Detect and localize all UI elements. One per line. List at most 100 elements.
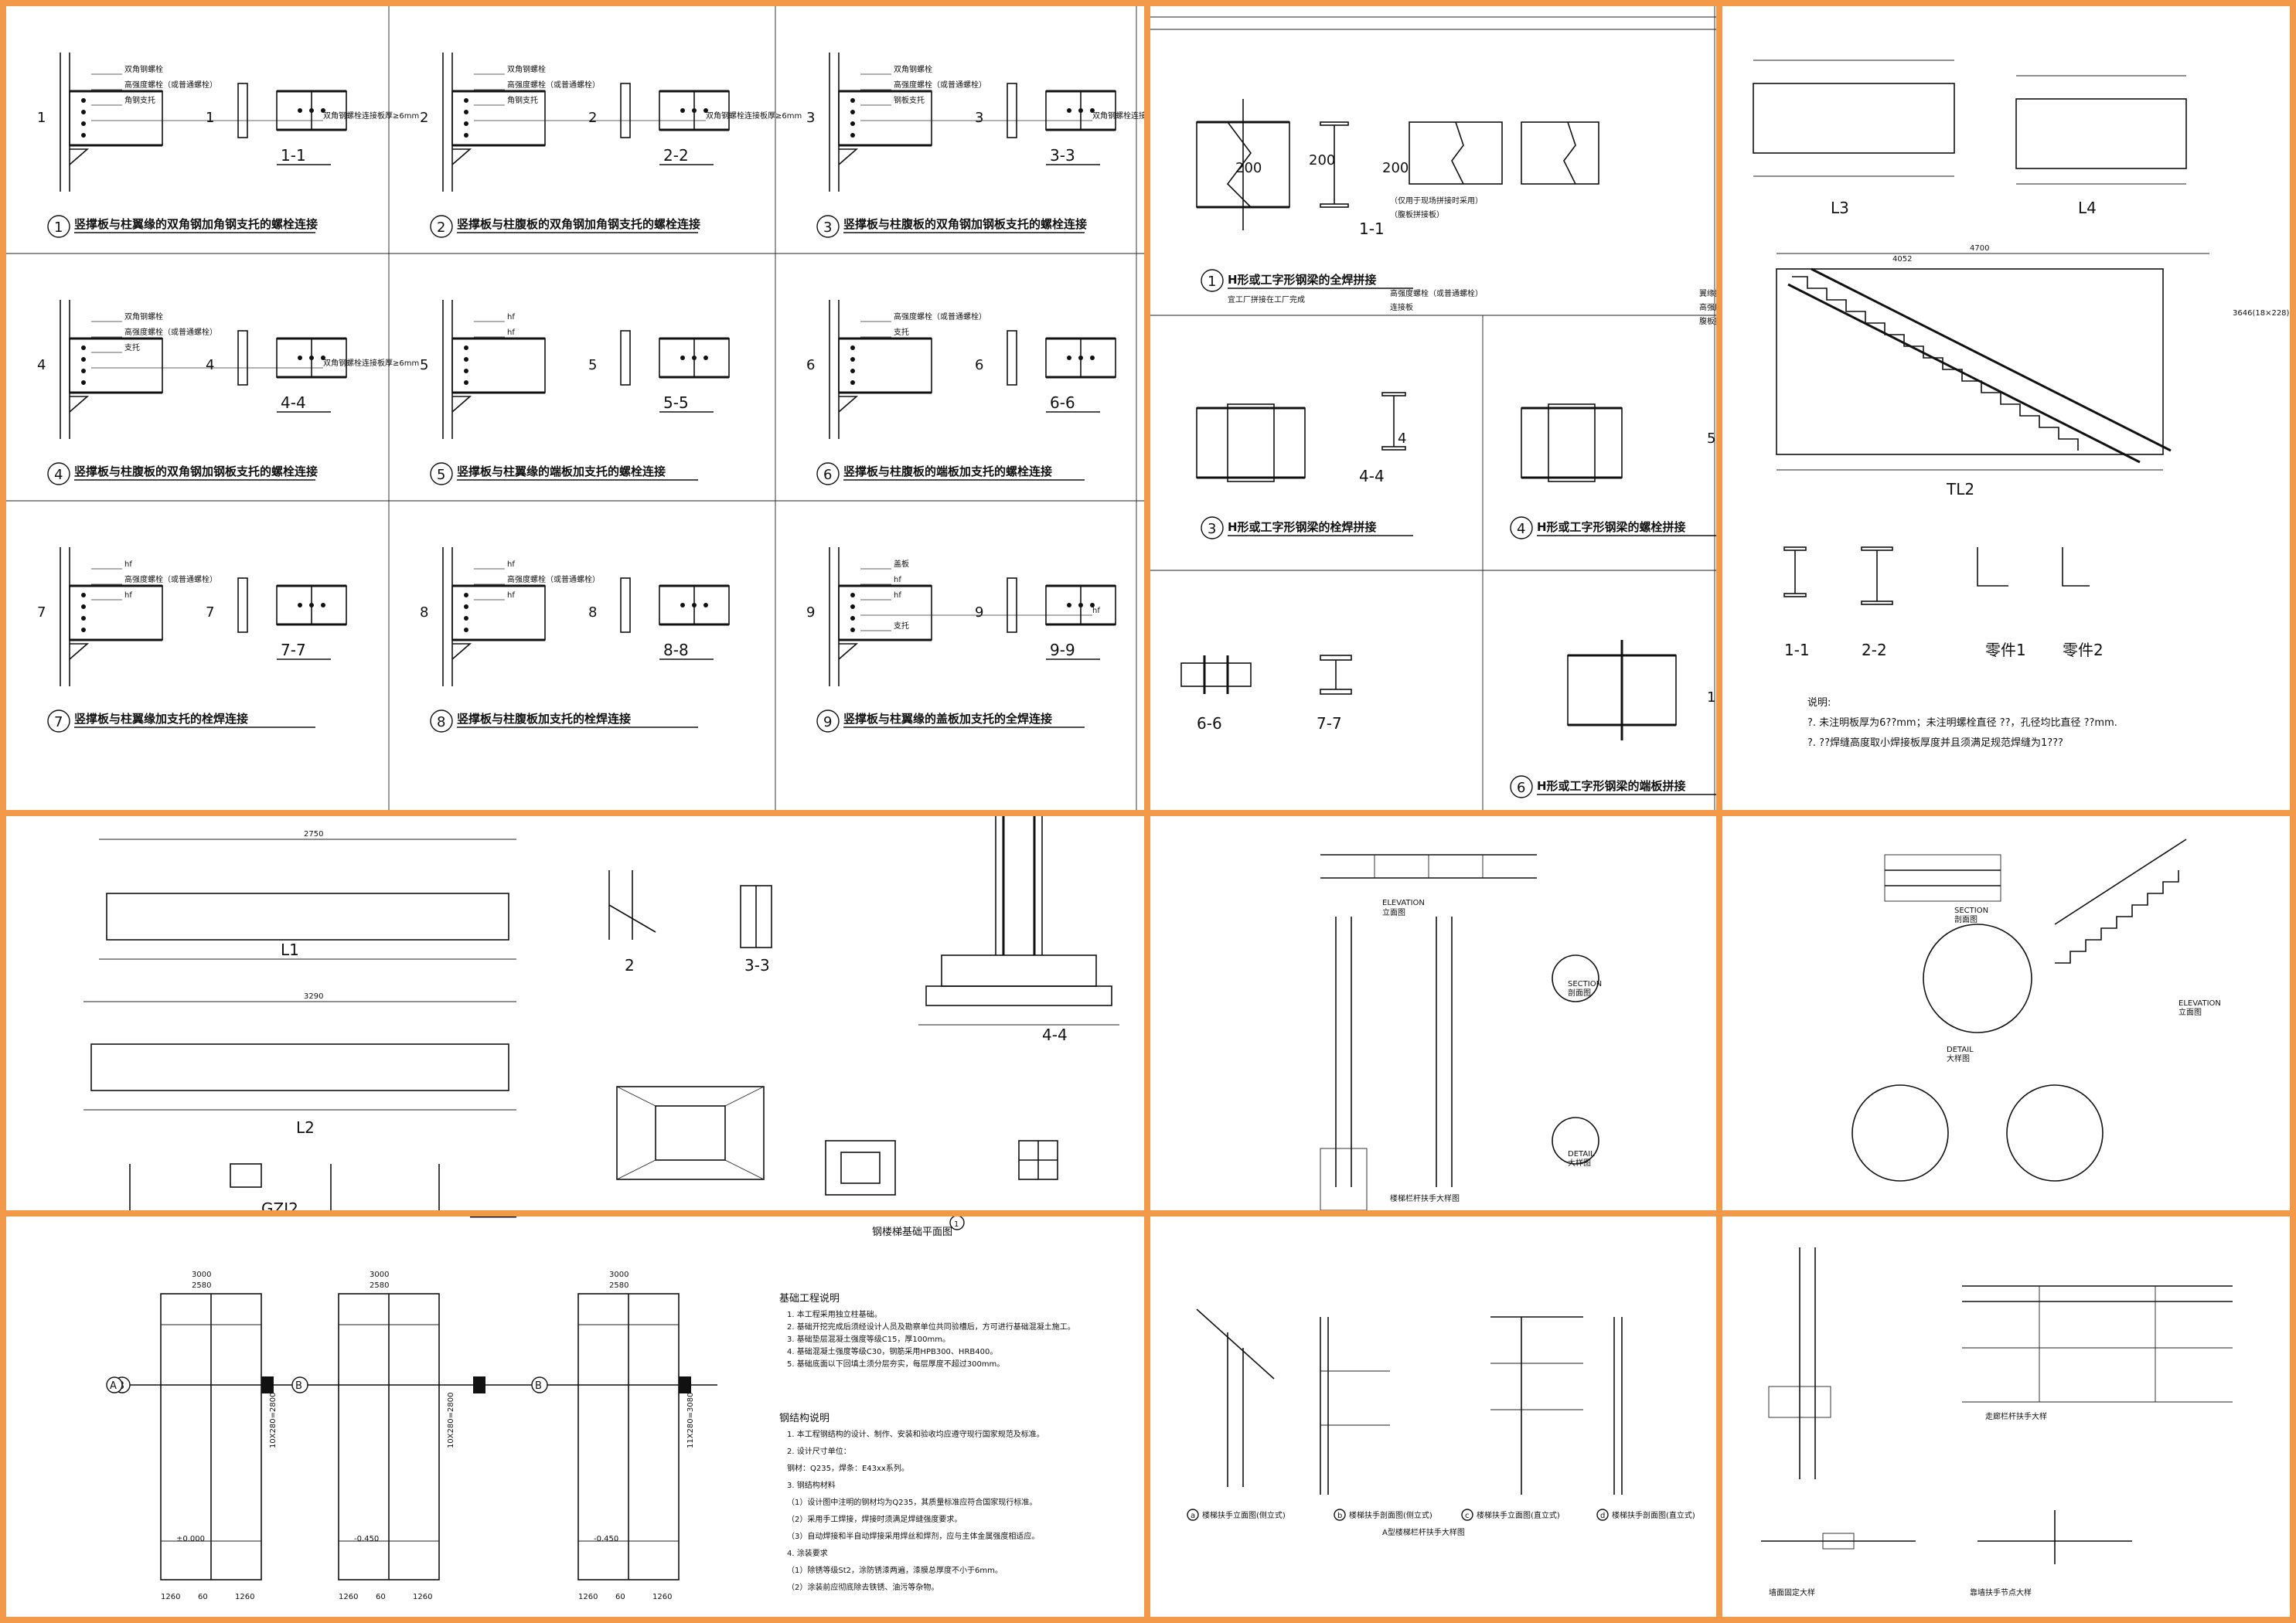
- note1-0: 1. 本工程采用独立柱基础。: [787, 1309, 882, 1319]
- note-2: ?. ??焊缝高度取小焊接板厚度并且须满足规范焊缝为1???: [1807, 737, 2063, 749]
- detail-caption: 竖撑板与柱腹板加支托的栓焊连接: [457, 712, 631, 726]
- note-1: 高强度螺栓（或普通螺栓）: [124, 80, 217, 90]
- dim-1: 2580: [370, 1281, 389, 1290]
- caption-1: 楼梯扶手剖面图(侧立式): [1349, 1510, 1432, 1520]
- axis-a: A: [110, 1380, 117, 1392]
- note-0: 翼缘拼接板: [1699, 288, 1716, 298]
- section-label-3: 零件2: [2063, 641, 2104, 659]
- detail-number: 1: [1208, 274, 1216, 290]
- label-4: DETAIL: [1947, 1046, 1974, 1054]
- section-mark-right: 3: [975, 110, 983, 126]
- section-mark-left: 9: [806, 604, 815, 621]
- section-mark-left: 3: [806, 110, 815, 126]
- caption-letter-0: a: [1191, 1512, 1195, 1520]
- section-mark-left: 6: [806, 357, 815, 373]
- detail-number: 3: [823, 219, 832, 236]
- detail-number: 2: [437, 219, 445, 236]
- section-mark-right: 5: [588, 357, 597, 373]
- note2-3: 3. 钢结构材料: [787, 1480, 836, 1490]
- note-1: hf: [894, 576, 901, 584]
- label-0: ELEVATION: [1382, 899, 1425, 907]
- bottom-dim-2: 1260: [413, 1593, 432, 1601]
- dim-0: 200: [1235, 160, 1262, 176]
- note-1: 支托: [894, 327, 909, 337]
- section-label: 7-7: [1317, 714, 1342, 733]
- note-2: hf: [507, 591, 515, 600]
- detail-number: 4: [1517, 521, 1525, 537]
- dim-l2: 3290: [304, 992, 323, 1001]
- caption-2: 靠墙扶手节点大样: [1970, 1587, 2032, 1597]
- beam-label-l3: L3: [1831, 199, 1849, 217]
- section-label: 4-4: [281, 393, 306, 412]
- detail-number: 5: [437, 467, 445, 483]
- detail-caption: 竖撑板与柱翼缘的端板加支托的螺栓连接: [457, 464, 666, 478]
- dim-l1: 2750: [304, 830, 323, 839]
- detail-caption: 竖撑板与柱腹板的双角钢加钢板支托的螺栓连接: [74, 464, 318, 478]
- detail-caption: 竖撑板与柱翼缘的双角钢加角钢支托的螺栓连接: [74, 217, 318, 231]
- height: 11X280=3080: [686, 1393, 695, 1449]
- footer: A型楼梯栏杆扶手大样图: [1382, 1527, 1465, 1537]
- height: 10X280=2800: [269, 1393, 278, 1449]
- note-0: hf: [124, 560, 132, 569]
- section-mark: 1: [1707, 689, 1715, 706]
- detail-number: 8: [437, 714, 445, 730]
- note-3: hf: [1092, 607, 1100, 615]
- dim-0: 3000: [370, 1271, 389, 1279]
- section-mark-right: 6: [975, 357, 983, 373]
- detail-number: 4: [54, 467, 63, 483]
- note2-7: 4. 涂装要求: [787, 1548, 828, 1558]
- note2-5: （2）采用手工焊接，焊接时须满足焊缝强度要求。: [787, 1514, 962, 1524]
- dim-0: 3000: [192, 1271, 211, 1279]
- section-mark-right: 1: [206, 110, 214, 126]
- sheet-i-drawing: 走廊栏杆扶手大样墙面固定大样靠墙扶手节点大样: [1761, 1247, 2233, 1597]
- plan-axis-num: 1: [954, 1220, 959, 1229]
- label-3: 剖面图: [1568, 988, 1591, 998]
- section-mark: 5: [1707, 430, 1715, 447]
- note-1: hf: [507, 328, 515, 337]
- label-2: ELEVATION: [2178, 999, 2221, 1008]
- note-2: 角钢支托: [124, 95, 155, 105]
- note-2: 支托: [124, 342, 140, 352]
- note-0: hf: [507, 560, 515, 569]
- note-1: 高强度螺栓（或普通螺栓）: [507, 80, 600, 90]
- note-0: 高强度螺栓（或普通螺栓）: [894, 311, 986, 322]
- section-label: 5-5: [663, 393, 689, 412]
- section-mark-right: 8: [588, 604, 597, 621]
- note-0: 说明:: [1807, 697, 1831, 709]
- section-label-2: 4-4: [1042, 1026, 1068, 1044]
- caption: 楼梯栏杆扶手大样图: [1390, 1193, 1460, 1203]
- section-mark-left: 4: [37, 357, 46, 373]
- label-1: 剖面图: [1954, 914, 1977, 924]
- detail-caption: 竖撑板与柱翼缘的盖板加支托的全焊连接: [843, 712, 1052, 726]
- note-2: 腹板拼接板: [1699, 316, 1716, 326]
- detail-caption: 竖撑板与柱腹板的端板加支托的螺栓连接: [843, 464, 1052, 478]
- detail-caption: 竖撑板与柱翼缘加支托的栓焊连接: [74, 712, 248, 726]
- note-2: hf: [894, 591, 901, 600]
- section-mark-left: 1: [37, 110, 46, 126]
- note-0: （仅用于现场拼接时采用）: [1390, 196, 1483, 206]
- detail-title: H形或工字形钢梁的全焊拼接: [1228, 273, 1377, 287]
- stair-dim-1: 4052: [1892, 255, 1912, 264]
- bottom-dim-2: 1260: [235, 1593, 254, 1601]
- section-mark-left: 8: [420, 604, 428, 621]
- section-mark-right: 2: [588, 110, 597, 126]
- note2-8: （1）除锈等级St2，涂防锈漆两遍，漆膜总厚度不小于6mm。: [787, 1565, 1003, 1575]
- elev: ±0.000: [176, 1535, 205, 1543]
- bottom-dim-1: 60: [376, 1593, 386, 1601]
- note-2: hf: [124, 591, 132, 600]
- stair-label: TL2: [1946, 480, 1974, 498]
- note-0: 双角钢螺栓: [894, 64, 932, 74]
- section-label-1: 3-3: [744, 956, 770, 975]
- sheet-stair-plans: 钢楼梯基础平面图130002580±0.00010X280=2800B12606…: [6, 1216, 1144, 1617]
